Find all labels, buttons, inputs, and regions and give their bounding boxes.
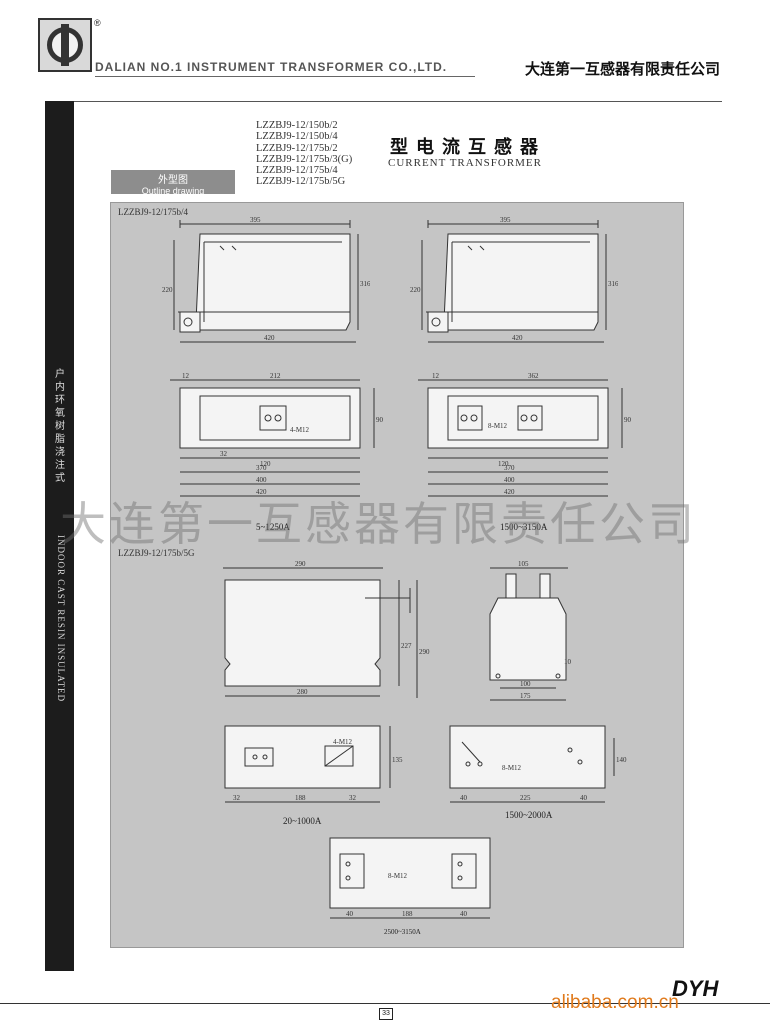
dim-label: 188 (295, 794, 306, 802)
company-name-cn: 大连第一互感器有限责任公司 (525, 61, 721, 78)
dim-label: 8-M12 (502, 764, 522, 772)
dim-label: 135 (392, 756, 403, 764)
front-view-left: 395 220 316 420 (162, 216, 370, 343)
dim-label: 40 (460, 910, 468, 918)
model-item: LZZBJ9-12/175b/2 (256, 142, 338, 154)
caption-20-1000a: 20~1000A (283, 816, 322, 826)
dim-label: 12 (182, 372, 190, 380)
product-title-cn: 型电流互感器 (390, 137, 546, 157)
dim-label: 220 (410, 286, 421, 294)
sidebar-text-cn: 户内环氧树脂浇注式 (55, 369, 65, 484)
dim-label: 120 (260, 460, 271, 468)
dim-label: 4-M12 (333, 738, 353, 746)
dim-label: 280 (297, 688, 308, 696)
page-number: 33 (379, 1008, 393, 1020)
model-list: LZZBJ9-12/150b/2 LZZBJ9-12/150b/4 LZZBJ9… (256, 120, 352, 188)
dim-label: 370 (256, 464, 267, 472)
dim-label: 290 (295, 560, 306, 568)
caption-1500-3150a: 1500~3150A (500, 522, 548, 532)
plan-view-2500-3150a: 8-M12 40 188 40 (329, 837, 491, 919)
dim-label: 8-M12 (488, 422, 508, 430)
dim-label: 395 (250, 216, 261, 224)
dim-label: 316 (608, 280, 618, 288)
company-logo (38, 18, 92, 72)
dim-label: 12 (432, 372, 440, 380)
dim-label: 175 (520, 692, 531, 700)
dim-label: 220 (162, 286, 173, 294)
outline-drawing-label: 外型图 Outline drawing (111, 170, 235, 196)
dim-label: 420 (512, 334, 523, 342)
side-view-5g: 105 10 100 175 (489, 560, 572, 701)
section-label-175b4: LZZBJ9-12/175b/4 (118, 207, 188, 217)
dim-label: 32 (220, 450, 228, 458)
dim-label: 420 (256, 488, 267, 496)
dim-label: 316 (360, 280, 370, 288)
page-top-divider (45, 101, 722, 102)
brand-mark: DYH (672, 976, 719, 1001)
registered-mark: ® (94, 18, 101, 28)
header-divider (95, 76, 475, 77)
footer-divider (0, 1003, 770, 1004)
dim-label: 8-M12 (388, 872, 408, 880)
dim-label: 400 (256, 476, 267, 484)
section-label-175b5g: LZZBJ9-12/175b/5G (118, 548, 195, 558)
dim-label: 420 (504, 488, 515, 496)
dim-label: 40 (460, 794, 468, 802)
dim-label: 290 (419, 648, 430, 656)
company-name-en: DALIAN NO.1 INSTRUMENT TRANSFORMER CO.,L… (95, 60, 448, 74)
dim-label: 32 (233, 794, 241, 802)
plan-view-left: 12 212 4-M12 32 120 370 400 420 90 (170, 372, 384, 497)
dim-label: 105 (518, 560, 529, 568)
dim-label: 100 (520, 680, 531, 688)
sidebar-text-en-wrap: INDOOR CAST RESIN INSULATED (52, 535, 68, 715)
dim-label: 90 (376, 416, 384, 424)
model-item: LZZBJ9-12/150b/2 (256, 120, 338, 131)
dim-label: 188 (402, 910, 413, 918)
dim-label: 362 (528, 372, 539, 380)
dim-label: 225 (520, 794, 531, 802)
outline-label-en: Outline drawing (141, 186, 205, 196)
dim-label: 370 (504, 464, 515, 472)
caption-1500-2000a: 1500~2000A (505, 810, 553, 820)
caption-2500-3150a: 2500~3150A (384, 928, 421, 936)
caption-5-1250a: 5~1250A (256, 522, 290, 532)
watermark-text: 大连第一互感器有限责任公司 (60, 499, 697, 550)
dim-label: 32 (349, 794, 357, 802)
product-title-en: CURRENT TRANSFORMER (388, 157, 542, 169)
dim-label: 40 (346, 910, 354, 918)
dim-label: 120 (498, 460, 509, 468)
front-view-5g: 290 227 290 280 (223, 560, 430, 698)
left-sidebar (45, 101, 74, 971)
model-item: LZZBJ9-12/175b/4 (256, 165, 338, 177)
dim-label: 395 (500, 216, 511, 224)
sidebar-text-en: INDOOR CAST RESIN INSULATED (56, 535, 66, 703)
plan-view-20-1000a: 4-M12 135 32 188 32 (224, 725, 403, 803)
alibaba-watermark: alibaba.com.cn (551, 992, 679, 1013)
dim-label: 420 (264, 334, 275, 342)
front-view-right: 395 220 316 420 (410, 216, 618, 343)
dim-label: 90 (624, 416, 632, 424)
model-item: LZZBJ9-12/175b/5G (256, 176, 346, 188)
dim-label: 400 (504, 476, 515, 484)
model-item: LZZBJ9-12/175b/3(G) (256, 153, 353, 165)
dim-label: 227 (401, 642, 412, 650)
dim-label: 40 (580, 794, 588, 802)
dim-label: 212 (270, 372, 281, 380)
dim-label: 10 (564, 658, 572, 666)
plan-view-right: 12 362 8-M12 120 370 400 420 90 (418, 372, 632, 497)
dim-label: 140 (616, 756, 627, 764)
model-item: LZZBJ9-12/150b/4 (256, 131, 338, 143)
plan-view-1500-2000a: 8-M12 140 40 225 40 (449, 725, 627, 803)
dim-label: 4-M12 (290, 426, 310, 434)
outline-label-cn: 外型图 (158, 175, 188, 186)
